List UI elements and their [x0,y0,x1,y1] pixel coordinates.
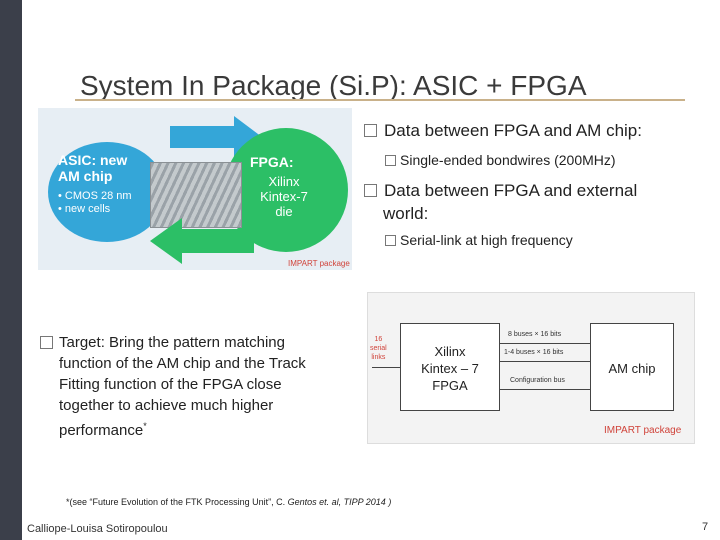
figure1-credit: IMPART package [288,259,350,268]
fpga-title: FPGA: [250,154,294,170]
bus-line-1 [500,343,590,344]
bullet-box-icon [364,184,377,197]
bullet-box-icon [385,235,396,246]
bullet-box-icon [40,336,53,349]
serial-link-line [372,367,400,368]
fpga-block [400,323,500,411]
page-number: 7 [702,521,709,533]
bullet-box-icon [385,155,396,166]
block-diagram: 16 serial links Xilinx Kintex – 7 FPGA A… [367,292,695,444]
asic-circle [48,142,166,242]
sub-bullet-2: Serial-link at high frequency [385,232,573,248]
fpga-block-label: Xilinx Kintex – 7 FPGA [421,344,479,393]
author-name: Calliope-Louisa Sotiropoulou [27,523,168,535]
fpga-description: Xilinx Kintex-7 die [260,174,308,219]
footnote: *(see “Future Evolution of the FTK Proce… [66,497,392,507]
bullet-2: Data between FPGA and external world: [364,179,637,225]
title-underline [75,99,685,101]
left-accent-bar [0,0,22,540]
bullet-box-icon [364,124,377,137]
asic-title: ASIC: new AM chip [58,152,128,184]
am-chip-block [590,323,674,411]
serial-links-label: 16 serial links [370,336,387,361]
am-chip-label: AM chip [608,361,656,376]
bus-label-1: 8 buses × 16 bits [508,331,562,338]
bus-line-3 [500,389,590,390]
figure2-credit: IMPART package [604,425,682,436]
bus-line-2 [500,361,590,362]
chip-photo [150,162,242,228]
left-arrow-icon [150,218,254,264]
bullet-1: Data between FPGA and AM chip: [364,121,642,141]
sub-bullet-1: Single-ended bondwires (200MHz) [385,152,616,168]
slide-title: System In Package (Si.P): ASIC + FPGA [80,70,587,101]
bus-label-2: 1-4 buses × 16 bits [504,349,564,356]
asic-features: • CMOS 28 nm • new cells [58,190,132,215]
bus-label-3: Configuration bus [510,377,565,384]
sip-package-figure: ASIC: new AM chip • CMOS 28 nm • new cel… [38,108,352,270]
